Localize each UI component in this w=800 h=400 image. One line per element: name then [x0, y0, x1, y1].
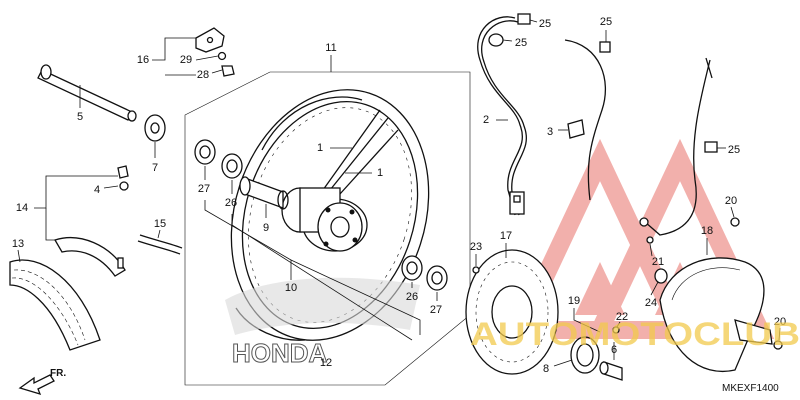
distance-collar-9: [239, 176, 289, 218]
wheel-hub: [281, 187, 368, 252]
collar-24: [650, 268, 668, 296]
callout-c3: 3: [547, 126, 553, 138]
callout-c28: 28: [197, 69, 209, 81]
callout-c26b: 26: [406, 291, 418, 303]
callout-c6: 6: [611, 344, 617, 356]
front-direction-label: FR.: [50, 368, 66, 379]
sensor-cable-2: [477, 16, 527, 216]
spokes: [317, 109, 399, 206]
callout-c27a: 27: [198, 183, 210, 195]
right-bearing-27: [426, 265, 448, 301]
callout-c10: 10: [285, 282, 297, 294]
tire-13: [9, 249, 101, 351]
callout-c18: 18: [701, 225, 713, 237]
sensor-bolt-21: [639, 217, 654, 257]
left-bearing-27: [194, 139, 216, 180]
callout-c16: 16: [137, 54, 149, 66]
callout-c7: 7: [152, 162, 158, 174]
brake-disc-17: [465, 243, 559, 375]
callout-c25b: 25: [515, 37, 527, 49]
front-axle: [37, 64, 137, 122]
callout-c26a: 26: [225, 197, 237, 209]
callout-c11: 11: [325, 42, 336, 54]
diagram-code: MKEXF1400: [722, 383, 779, 394]
callout-c13: 13: [12, 238, 24, 250]
callout-c25c: 25: [600, 16, 612, 28]
valve-stem-4: [103, 165, 129, 191]
callout-c4: 4: [94, 184, 100, 196]
side-collar-7: [144, 114, 166, 158]
cable-clamps-25: [488, 13, 726, 153]
callout-c19: 19: [568, 295, 580, 307]
brake-hose: [564, 39, 713, 236]
rim-band-15: [137, 229, 183, 255]
collar-6: [599, 342, 623, 381]
sensor-bracket-16: [152, 27, 235, 77]
watermark-text: AUTOMOTOCLUB: [470, 316, 800, 352]
bolt-22: [612, 321, 621, 334]
callout-c17: 17: [500, 230, 512, 242]
callout-c2: 2: [483, 114, 489, 126]
callout-c25d: 25: [728, 144, 740, 156]
bolts-20: [730, 206, 783, 350]
callout-c1a: 1: [317, 142, 323, 154]
leader-10: [204, 200, 421, 341]
callout-c29: 29: [180, 54, 192, 66]
callout-c14: 14: [16, 202, 28, 214]
pulser-ring-8: [553, 336, 600, 374]
callout-c25a: 25: [539, 18, 551, 30]
callout-c21: 21: [652, 256, 664, 268]
honda-logo-text: HONDA: [232, 338, 328, 368]
right-bearing-26: [401, 255, 423, 288]
disc-cover-18: [659, 238, 773, 372]
callout-c1b: 1: [377, 167, 383, 179]
callout-c20b: 20: [774, 316, 786, 328]
tube-14: [34, 175, 126, 277]
callout-c9: 9: [263, 222, 269, 234]
callout-c24: 24: [645, 297, 657, 309]
left-bearing-26: [221, 153, 243, 194]
callout-c5: 5: [77, 111, 83, 123]
leader-19: [573, 308, 601, 333]
callout-c27b: 27: [430, 304, 442, 316]
honda-decal: HONDA: [225, 277, 420, 369]
front-direction-indicator: FR.: [18, 368, 66, 396]
callout-c12: 12: [320, 357, 332, 369]
callout-c8: 8: [543, 363, 549, 375]
callout-c23: 23: [470, 241, 482, 253]
callout-c22: 22: [616, 311, 628, 323]
front-arrow-icon: [18, 374, 55, 396]
clamp-3: [558, 119, 585, 139]
callout-c20a: 20: [725, 195, 737, 207]
callout-c15: 15: [154, 218, 166, 230]
